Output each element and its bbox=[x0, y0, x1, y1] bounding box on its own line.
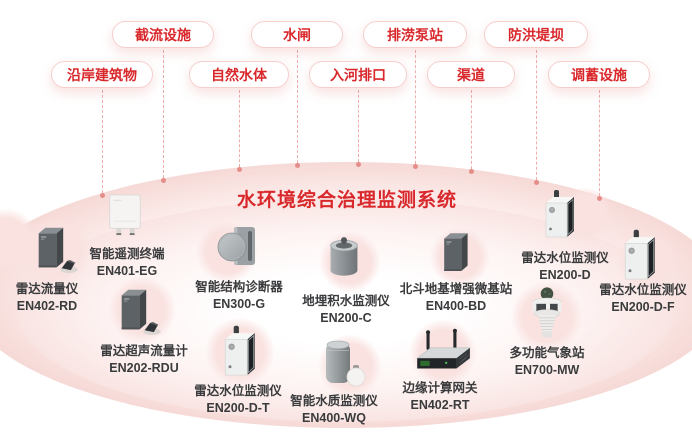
device-label-EN200-D-F: 雷达水位监测仪 EN200-D-F bbox=[599, 282, 687, 316]
device-model: EN202-RDU bbox=[109, 361, 179, 375]
device-name: 智能水质监测仪 bbox=[290, 394, 378, 408]
water-level-monitor-icon bbox=[224, 325, 256, 376]
system-title: 水环境综合治理监测系统 bbox=[236, 190, 458, 211]
connector-line bbox=[237, 90, 242, 172]
tag-flood-dike: 防洪堤坝 bbox=[484, 21, 588, 48]
device-name: 多功能气象站 bbox=[509, 346, 585, 360]
device-name: 智能遥测终端 bbox=[89, 247, 165, 261]
connector-line bbox=[295, 50, 300, 168]
device-name: 雷达流量仪 bbox=[15, 282, 79, 296]
device-label-EN400-BD: 北斗地基增强微基站 EN400-BD bbox=[400, 281, 513, 315]
device-name: 雷达超声流量计 bbox=[100, 344, 188, 358]
device-model: EN200-C bbox=[320, 311, 372, 325]
weather-station-icon bbox=[532, 286, 562, 338]
tag-drainage-pump-station: 排涝泵站 bbox=[363, 21, 467, 48]
water-level-monitor-icon bbox=[545, 189, 575, 238]
device-model: EN400-WQ bbox=[302, 411, 366, 425]
tag-natural-water-body: 自然水体 bbox=[189, 61, 289, 88]
device-model: EN700-MW bbox=[514, 363, 580, 377]
device-label-EN200-C: 地埋积水监测仪 EN200-C bbox=[302, 293, 390, 327]
connector-line bbox=[597, 90, 602, 201]
device-label-EN700-MW: 多功能气象站 EN700-MW bbox=[509, 345, 584, 379]
device-label-EN300-G: 智能结构诊断器 EN300-G bbox=[195, 279, 283, 313]
device-label-EN202-RDU: 雷达超声流量计 EN202-RDU bbox=[100, 343, 188, 377]
device-model: EN300-G bbox=[212, 297, 266, 311]
beidou-base-station-icon bbox=[444, 233, 468, 271]
edge-gateway-icon bbox=[416, 328, 471, 370]
device-name: 雷达水位监测仪 bbox=[599, 283, 687, 297]
tag-sluice-gate: 水闸 bbox=[251, 21, 343, 48]
connector-line bbox=[356, 90, 361, 167]
device-label-EN402-RT: 边缘计算网关 EN402-RT bbox=[402, 380, 477, 414]
device-name: 地埋积水监测仪 bbox=[302, 294, 390, 308]
structure-diagnoser-icon bbox=[217, 226, 256, 266]
device-name: 雷达水位监测仪 bbox=[194, 384, 282, 398]
connector-line bbox=[161, 50, 166, 183]
water-level-monitor-icon bbox=[624, 229, 656, 280]
tag-river-outlet: 入河排口 bbox=[309, 61, 407, 88]
tag-riverside-building: 沿岸建筑物 bbox=[51, 61, 153, 88]
device-name: 智能结构诊断器 bbox=[195, 280, 283, 294]
tag-storage-facility: 调蓄设施 bbox=[548, 61, 650, 88]
device-model: EN402-RD bbox=[16, 299, 78, 313]
device-label-EN200-D: 雷达水位监测仪 EN200-D bbox=[521, 250, 609, 284]
device-model: EN200-D-T bbox=[206, 401, 270, 415]
device-label-EN401-EG: 智能遥测终端 EN401-EG bbox=[89, 246, 164, 280]
device-model: EN401-EG bbox=[96, 264, 158, 278]
device-model: EN400-BD bbox=[425, 299, 487, 313]
device-name: 边缘计算网关 bbox=[402, 381, 478, 395]
device-model: EN402-RT bbox=[410, 398, 470, 412]
device-label-EN400-WQ: 智能水质监测仪 EN400-WQ bbox=[290, 393, 378, 427]
device-label-EN200-D-T: 雷达水位监测仪 EN200-D-T bbox=[194, 383, 282, 417]
device-model: EN200-D bbox=[539, 268, 591, 282]
connector-line bbox=[469, 90, 474, 174]
tag-intercept-facility: 截流设施 bbox=[112, 21, 214, 48]
device-model: EN200-D-F bbox=[611, 300, 675, 314]
device-name: 雷达水位监测仪 bbox=[521, 251, 609, 265]
connector-line bbox=[100, 90, 105, 198]
water-quality-monitor-icon bbox=[325, 340, 366, 387]
buried-water-monitor-icon bbox=[330, 236, 358, 277]
connector-line bbox=[413, 50, 418, 169]
connector-line bbox=[534, 50, 539, 185]
device-name: 北斗地基增强微基站 bbox=[399, 282, 513, 296]
tag-channel: 渠道 bbox=[427, 61, 515, 88]
ultrasonic-flow-meter-icon bbox=[121, 289, 161, 335]
device-label-EN402-RD: 雷达流量仪 EN402-RD bbox=[16, 281, 79, 315]
radar-flow-meter-icon bbox=[38, 227, 78, 273]
telemetry-terminal-icon bbox=[109, 194, 141, 236]
